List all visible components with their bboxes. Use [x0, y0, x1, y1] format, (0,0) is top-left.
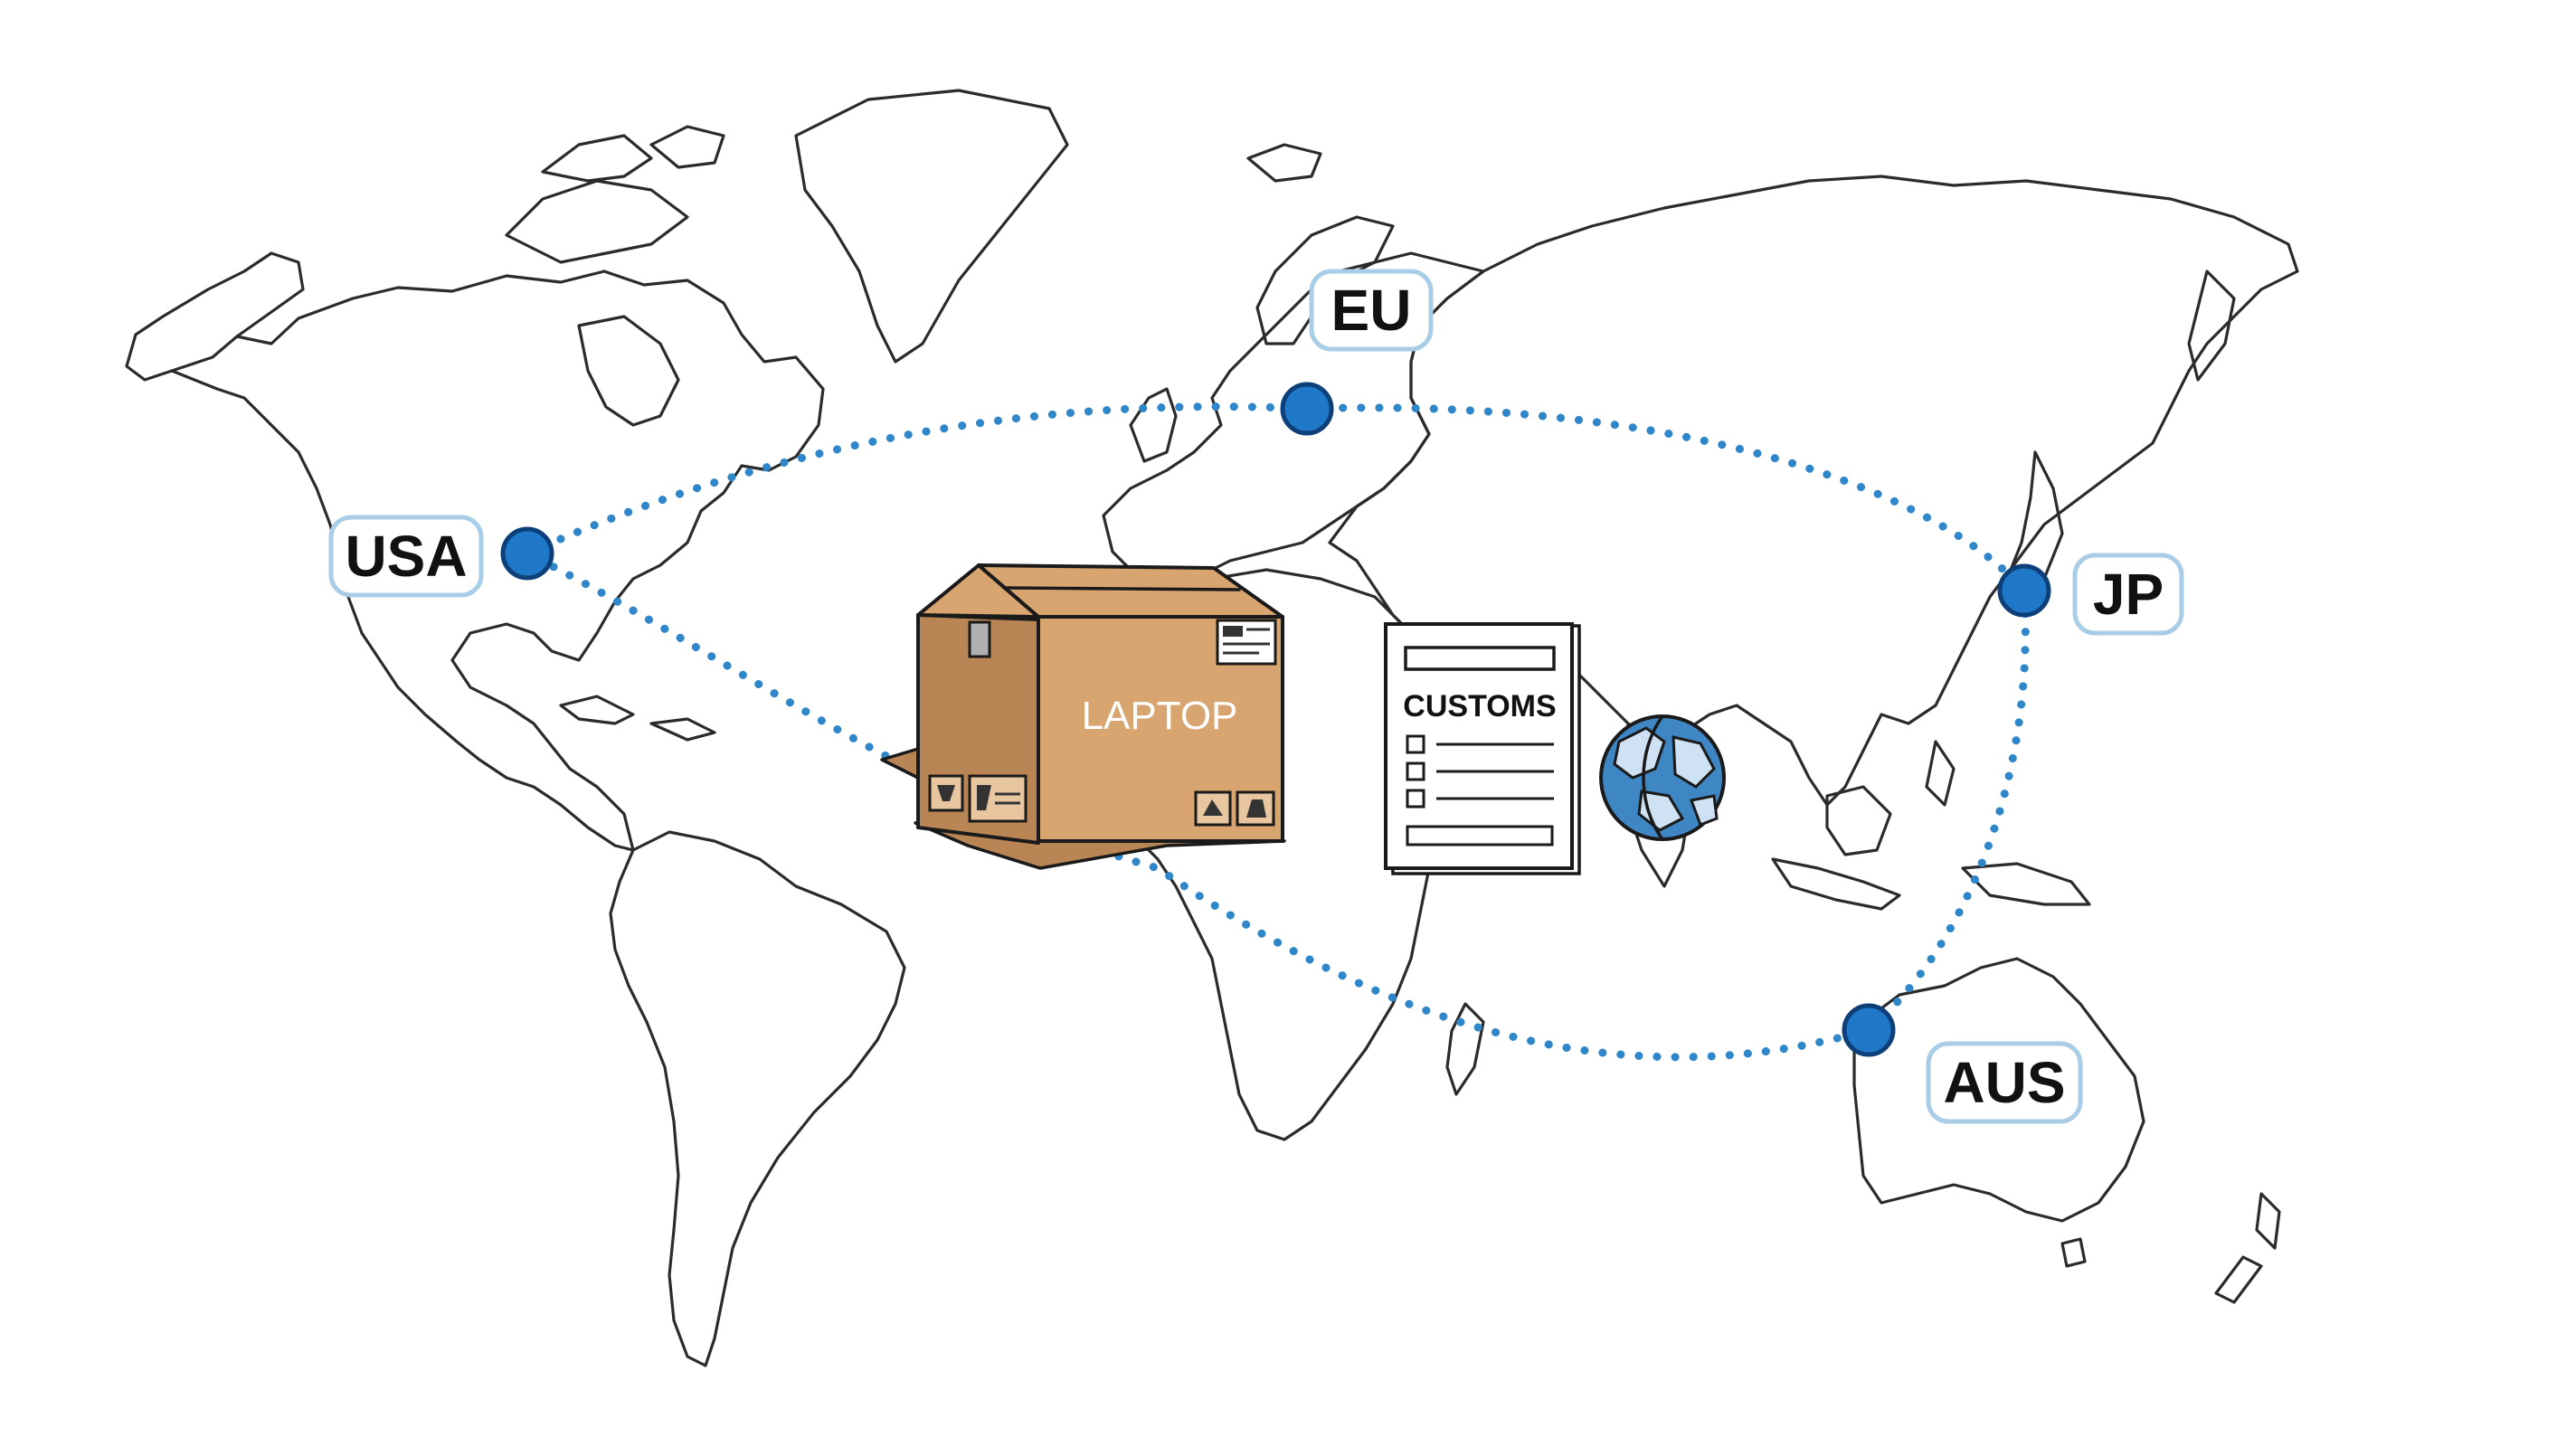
greenland-outline: [794, 89, 1069, 364]
tasmania-outline: [2060, 1237, 2087, 1268]
new-zealand-outline: [2255, 1192, 2281, 1250]
box-top-back-flap: [977, 563, 1284, 619]
label-jp-text: JP: [2093, 562, 2164, 627]
label-eu: EU: [1309, 269, 1434, 352]
north-america-outline: [170, 270, 825, 852]
label-usa-text: USA: [345, 524, 467, 589]
indonesia-outline: [1771, 857, 1901, 911]
label-eu-text: EU: [1331, 278, 1412, 343]
label-aus: AUS: [1926, 1041, 2083, 1124]
box-symbol-fragile-glass: [937, 785, 955, 801]
caribbean-outline: [559, 695, 635, 725]
customs-doc-header-bar: [1404, 646, 1556, 671]
box-shipping-label-barcode: [1223, 626, 1243, 637]
label-aus-box: [1926, 1041, 2083, 1124]
location-labels: USA EU JP AUS: [328, 269, 2184, 1124]
node-jp: [1997, 563, 2051, 618]
south-america-outline: [609, 830, 906, 1367]
scandinavia-outline: [1255, 215, 1395, 345]
route-dotted-path: [517, 402, 2030, 1062]
world-map: [125, 89, 2299, 1367]
philippines-outline: [1925, 740, 1956, 807]
shipping-route: [517, 402, 2030, 1062]
label-usa-box: [328, 515, 484, 598]
arctic-islands-2-outline: [541, 134, 653, 183]
globe-continent-3: [1637, 790, 1685, 832]
label-jp-box: [2072, 553, 2184, 636]
label-aus-text: AUS: [1943, 1050, 2065, 1115]
node-aus: [1842, 1003, 1896, 1057]
caribbean-2-outline: [649, 717, 716, 742]
label-usa: USA: [328, 515, 484, 598]
australia-outline: [1852, 957, 2145, 1223]
box-tape: [968, 620, 991, 658]
iceland-outline: [1246, 143, 1322, 183]
box-symbol-fragile: [928, 774, 964, 812]
madagascar-outline: [1445, 1002, 1485, 1096]
box-top-crease: [1002, 586, 1241, 591]
location-nodes: [500, 382, 2051, 1057]
box-symbol-umbrella-mark: [1203, 799, 1223, 816]
alaska-outline: [125, 251, 305, 382]
globe-icon: [1599, 714, 1726, 841]
node-usa: [500, 526, 554, 581]
kamchatka-outline: [2187, 270, 2236, 382]
cardboard-box-icon: LAPTOP: [880, 563, 1286, 870]
globe-meridian: [1642, 714, 1664, 841]
borneo-outline: [1825, 785, 1892, 856]
new-zealand-2-outline: [2214, 1255, 2263, 1304]
globe-continent-2: [1672, 735, 1716, 789]
customs-doc-checkbox-1: [1406, 734, 1425, 754]
label-eu-box: [1309, 269, 1434, 352]
customs-doc-checkbox-2: [1406, 761, 1425, 781]
globe-continent-4: [1689, 794, 1719, 827]
hudson-bay-outline: [577, 315, 680, 427]
label-jp: JP: [2072, 553, 2184, 636]
node-eu: [1280, 382, 1334, 436]
uk-outline: [1129, 387, 1178, 463]
box-symbol-this-way-up-mark: [1246, 799, 1266, 818]
customs-doc-checkbox-3: [1406, 789, 1425, 809]
box-label-text: LAPTOP: [1082, 694, 1238, 738]
globe-continent-1: [1613, 726, 1666, 780]
customs-form-icon: CUSTOMS: [1384, 622, 1581, 875]
new-guinea-outline: [1961, 862, 2091, 906]
customs-doc-footer-bar: [1406, 825, 1554, 846]
europe-outline: [1102, 251, 1485, 581]
arctic-islands-outline: [505, 179, 689, 264]
asia-outline: [1328, 175, 2299, 807]
arctic-islands-3-outline: [649, 125, 725, 169]
customs-doc-title: CUSTOMS: [1403, 689, 1556, 724]
box-symbol-label-left-mark: [977, 785, 991, 810]
